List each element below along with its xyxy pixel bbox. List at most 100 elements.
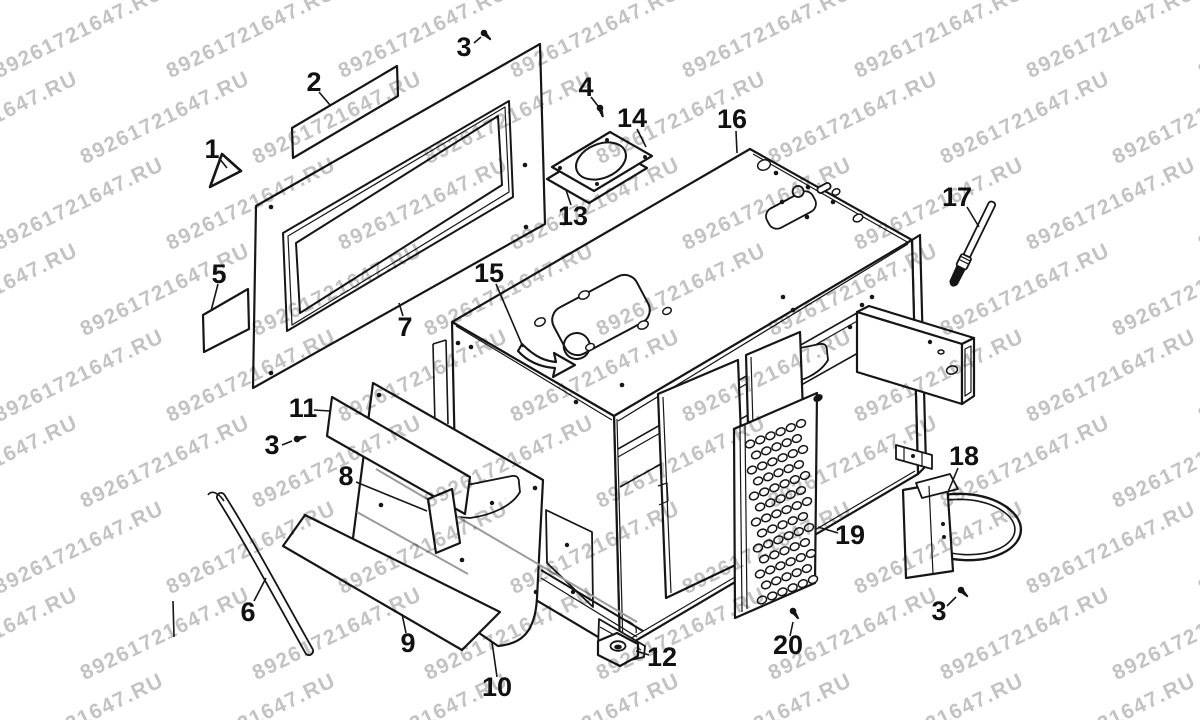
perforation-hole xyxy=(781,505,792,515)
perforation-hole xyxy=(765,498,776,508)
part-8-pad xyxy=(426,487,462,555)
perforation-hole xyxy=(771,576,782,586)
hole-dot xyxy=(605,138,609,142)
perforation-hole xyxy=(756,461,768,471)
perforation-hole xyxy=(760,580,772,590)
perforation-hole xyxy=(795,553,807,563)
top-slot xyxy=(765,185,817,230)
perforation-hole xyxy=(797,444,809,455)
perforation-hole xyxy=(797,579,809,589)
perforation-hole xyxy=(785,490,796,500)
callout-label-11: 11 xyxy=(289,393,318,423)
collar-bands xyxy=(958,255,971,265)
perforation-hole xyxy=(793,459,805,470)
perforation-hole xyxy=(754,435,766,445)
top-hole xyxy=(831,188,841,196)
perforation-hole xyxy=(761,446,772,456)
perforation-hole xyxy=(807,574,819,585)
screw-3-top xyxy=(479,28,494,43)
perforation-hole xyxy=(744,439,756,449)
leader-line-6 xyxy=(253,577,267,602)
rail-line xyxy=(540,569,644,632)
perforation-hole xyxy=(789,542,800,552)
callout-label-3: 3 xyxy=(264,430,279,460)
flange-hole xyxy=(575,141,627,181)
edge-line xyxy=(752,153,910,244)
part-15-arrow xyxy=(516,342,577,379)
rail-line xyxy=(540,577,638,638)
perforation-hole xyxy=(793,527,805,537)
hole-dot xyxy=(558,166,562,170)
perforation-hole xyxy=(769,550,780,560)
callout-label-2: 2 xyxy=(306,67,321,97)
perforation-hole xyxy=(801,563,813,574)
foot-block-hole xyxy=(614,644,622,650)
hole-dot xyxy=(911,454,915,458)
hole-dot xyxy=(532,485,538,491)
perforation-hole xyxy=(777,453,788,463)
window-frame-outer xyxy=(282,100,514,332)
top-hole xyxy=(661,306,673,316)
perforation-hole xyxy=(781,572,792,582)
hole-dot xyxy=(459,557,465,563)
leader-line-9 xyxy=(401,613,407,634)
panel-19-hem xyxy=(739,423,748,613)
baffle-edge xyxy=(662,396,672,594)
leader-line-8 xyxy=(355,481,428,512)
slot-bump xyxy=(791,185,805,198)
perforation-hole xyxy=(763,472,774,482)
perforation-hole xyxy=(754,502,766,512)
tick-line xyxy=(172,600,175,638)
perforation-hole xyxy=(805,548,817,559)
perforation-hole xyxy=(746,465,758,475)
leader-line-18 xyxy=(947,467,959,493)
perforation-hole xyxy=(756,528,768,538)
callout-label-14: 14 xyxy=(617,103,647,133)
perforation-hole xyxy=(767,457,778,467)
part-5-plate xyxy=(201,287,251,354)
callout-label-20: 20 xyxy=(773,630,803,660)
panel-7-outline xyxy=(251,42,547,390)
bracket-hole xyxy=(937,349,945,355)
hole-dot xyxy=(523,224,529,230)
perforation-hole xyxy=(767,524,778,534)
top-hole xyxy=(584,342,596,352)
plug-tip xyxy=(949,265,966,287)
leader-line-3 xyxy=(281,440,293,446)
leader-line-19 xyxy=(817,526,839,534)
perforation-hole xyxy=(787,583,798,593)
top-hole xyxy=(578,290,590,300)
top-hole xyxy=(852,213,864,223)
perforation-hole xyxy=(783,531,794,541)
rail-hook xyxy=(625,619,637,634)
callout-label-3: 3 xyxy=(931,596,946,626)
callout-label-16: 16 xyxy=(717,104,747,134)
edge-lines xyxy=(432,339,449,425)
part-13-14-flange-plates xyxy=(545,130,654,205)
callout-label-3: 3 xyxy=(456,32,471,62)
callout-label-19: 19 xyxy=(835,520,865,550)
perforation-hole xyxy=(775,427,786,437)
leader-line-12 xyxy=(635,650,650,656)
screw-3-bottom xyxy=(956,585,971,600)
perforation-hole xyxy=(766,591,778,601)
hem-end-hole xyxy=(813,394,823,402)
leader-line-1 xyxy=(218,157,228,169)
perforation-hole xyxy=(779,546,790,556)
leader-line-20 xyxy=(789,621,794,637)
hole-dot xyxy=(268,204,274,210)
panel-edge-detail xyxy=(432,339,449,425)
perforation-hole xyxy=(752,543,764,553)
leader-line-11 xyxy=(313,409,331,412)
perforation-hole xyxy=(803,522,815,533)
perforation-hole xyxy=(773,468,784,478)
perforation-hole xyxy=(795,485,807,496)
leader-line-2 xyxy=(318,91,331,106)
baffle-notch xyxy=(657,482,669,506)
edge-line xyxy=(455,325,613,421)
box-mount-bracket-arm xyxy=(855,304,976,406)
perforation-hole xyxy=(799,537,811,548)
perforation-hole xyxy=(791,501,803,511)
perforation-hole xyxy=(777,520,788,530)
